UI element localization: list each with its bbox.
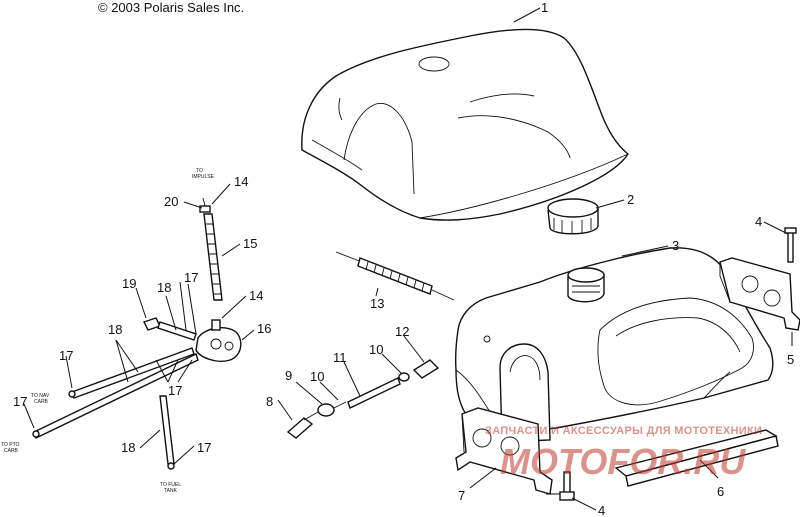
lower-bracket-part (455, 407, 553, 495)
fuel-cap-part (547, 198, 599, 235)
callout-5: 5 (787, 352, 794, 367)
callout-7: 7 (458, 488, 465, 503)
callout-9: 9 (285, 368, 292, 383)
fuel-sender-part (286, 359, 440, 439)
callout-4-upper: 4 (755, 214, 762, 229)
callout-18-top: 18 (157, 280, 171, 295)
callout-2: 2 (627, 192, 634, 207)
callout-17-middle: 17 (168, 383, 182, 398)
screw-lower-part (559, 471, 575, 501)
callout-18-left: 18 (108, 322, 122, 337)
note-to-impulse-line1: TO (196, 168, 203, 174)
callout-10-right: 10 (369, 342, 383, 357)
callout-19: 19 (122, 276, 136, 291)
callout-15: 15 (243, 236, 257, 251)
fuel-tank-part (454, 247, 774, 443)
callout-18-bottom: 18 (121, 440, 135, 455)
callout-3: 3 (672, 238, 679, 253)
note-to-nav-carb-line1: TO NAV (31, 393, 50, 399)
callout-1: 1 (541, 0, 548, 15)
callout-4-lower: 4 (598, 503, 605, 517)
callout-17-far-left: 17 (13, 394, 27, 409)
note-to-impulse-line2: IMPULSE (192, 174, 215, 180)
watermark-brand: MOTOFOR.RU (500, 441, 746, 482)
callout-14-lower: 14 (249, 288, 263, 303)
callout-8: 8 (266, 394, 273, 409)
leader-lines (23, 7, 793, 511)
watermark-tagline: ЗАПЧАСТИ И АКСЕССУАРЫ ДЛЯ МОТОТЕХНИКИ (485, 425, 762, 437)
hose-notes: TO IMPULSE TO NAV CARB TO PTO CARB TO FU… (1, 168, 215, 494)
callout-17-left: 17 (59, 348, 73, 363)
callout-16: 16 (257, 321, 271, 336)
callout-12: 12 (395, 324, 409, 339)
strap-part (614, 429, 779, 487)
callout-10-left: 10 (310, 369, 324, 384)
note-to-fuel-tank-line1: TO FUEL (160, 482, 181, 488)
callout-17-bottom: 17 (197, 440, 211, 455)
callout-11: 11 (333, 350, 347, 365)
note-to-nav-carb-line2: CARB (34, 399, 49, 405)
callout-numbers: 1 2 3 4 5 6 7 4 8 9 10 11 10 12 13 14 20… (13, 0, 794, 517)
tank-cover-part (301, 28, 629, 221)
right-bracket-part (719, 257, 800, 331)
watermark: ЗАПЧАСТИ И АКСЕССУАРЫ ДЛЯ МОТОТЕХНИКИ MO… (485, 425, 762, 482)
callout-13: 13 (370, 296, 384, 311)
screw-upper-part (784, 227, 797, 263)
fuel-pump-assembly (32, 197, 242, 470)
callout-20: 20 (164, 194, 178, 209)
callout-17-top: 17 (184, 270, 198, 285)
callout-14-upper: 14 (234, 174, 248, 189)
note-to-pto-carb-line1: TO PTO (1, 442, 20, 448)
note-to-pto-carb-line2: CARB (4, 448, 19, 454)
callout-6: 6 (717, 484, 724, 499)
copyright-text: © 2003 Polaris Sales Inc. (98, 0, 244, 15)
note-to-fuel-tank-line2: TANK (164, 488, 178, 494)
breather-hose-part (335, 251, 455, 301)
